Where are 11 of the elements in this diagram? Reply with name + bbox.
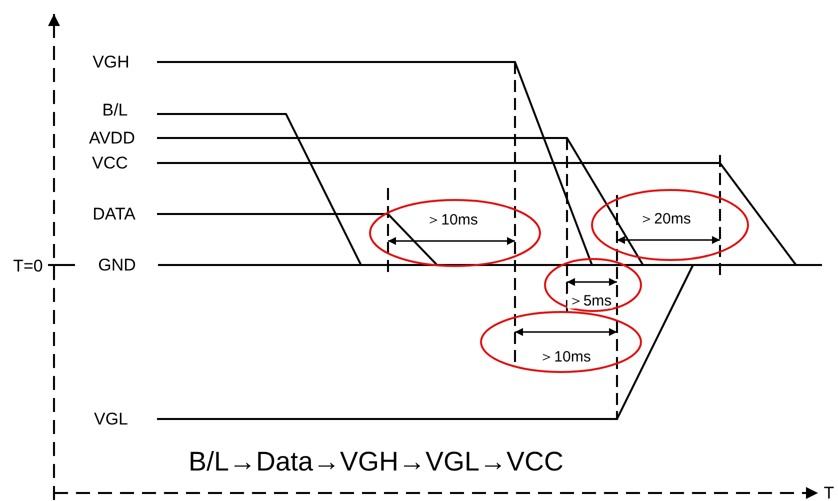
signal-label: DATA [92, 206, 136, 222]
signal-label: VGH [92, 54, 130, 70]
timing-label: ＞5ms [567, 294, 613, 308]
signal-label: VGL [94, 410, 128, 428]
sequence-caption: B/L→Data→VGH→VGL→VCC [188, 448, 564, 476]
signal-label: T [824, 484, 834, 501]
signal-label: B/L [102, 102, 128, 118]
signal-label: T=0 [12, 258, 44, 274]
signal-label: VCC [92, 154, 128, 172]
signal-label: GND [97, 256, 137, 274]
signal-label: AVDD [89, 130, 135, 146]
